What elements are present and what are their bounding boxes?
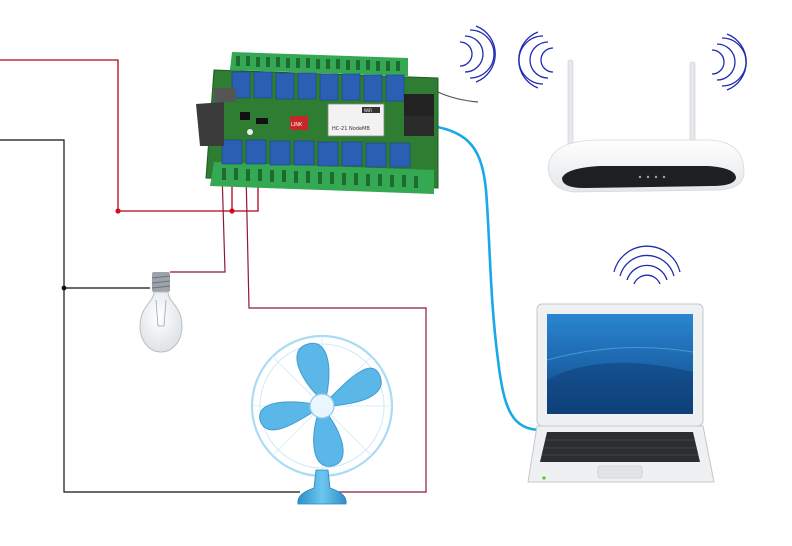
relay-board: HC-21 NodeMB WiFi LINK <box>196 52 439 194</box>
laptop-touchpad <box>597 465 643 479</box>
laptop-keys <box>542 439 698 456</box>
top-terminal-screws <box>236 56 400 71</box>
neutral-wire <box>0 139 300 493</box>
neutral-junction <box>61 285 67 291</box>
wifi-module-label: HC-21 NodeMB <box>332 126 370 132</box>
serial-connector <box>196 102 224 146</box>
electric-fan-icon <box>250 334 394 505</box>
laptop-wifi-signal-icon <box>613 245 681 285</box>
bottom-relays <box>221 139 411 168</box>
fan-stand <box>297 469 347 505</box>
board-components <box>240 112 268 135</box>
wifi-router-icon <box>547 59 745 193</box>
link-chip-label: LINK <box>291 122 303 128</box>
link-chip <box>290 116 308 130</box>
light-bulb-icon <box>139 272 183 353</box>
bottom-terminal-screws <box>222 168 418 188</box>
router-antenna-right <box>689 61 696 153</box>
top-relays <box>231 71 405 102</box>
router-left-wifi-signal-icon <box>518 31 554 89</box>
router-antenna-left <box>567 59 574 151</box>
ethernet-port-1 <box>404 94 434 116</box>
laptop-keyboard <box>540 432 700 462</box>
antenna-cable <box>437 91 479 103</box>
router-right-wifi-signal-icon <box>711 33 747 91</box>
fan-blades <box>259 342 382 467</box>
bulb-load-wire <box>170 171 226 273</box>
wifi-signal-icon <box>459 25 747 285</box>
fan-hub <box>309 393 335 419</box>
ethernet-port-2 <box>404 116 434 136</box>
wifi-module-tag: WiFi <box>364 108 372 113</box>
laptop-icon <box>527 303 715 483</box>
fan-load-wire <box>245 171 427 493</box>
live-junction-1 <box>115 208 121 214</box>
bulb-glass <box>139 291 183 353</box>
router-leds <box>638 175 666 179</box>
board-wifi-signal-icon <box>459 25 496 83</box>
ethernet-cable <box>430 124 544 432</box>
